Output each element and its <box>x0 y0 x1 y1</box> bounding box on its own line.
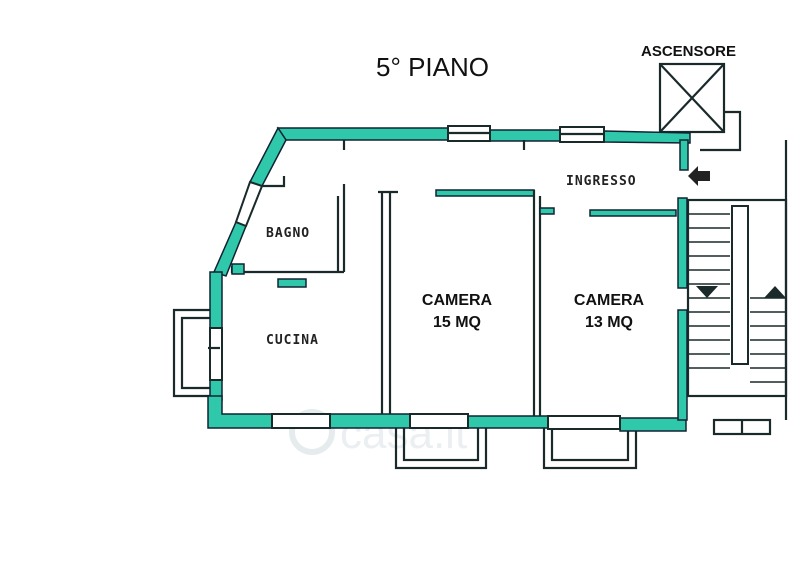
balcony-left <box>172 308 212 398</box>
elevator-cross-icon <box>659 63 725 133</box>
windows <box>209 125 621 430</box>
staircase <box>686 140 788 436</box>
elevator-label: ASCENSORE <box>641 43 736 60</box>
room-label-camera-1: CAMERA <box>422 292 493 309</box>
room-label-bagno: BAGNO <box>266 226 310 241</box>
room-area-camera-1: 15 MQ <box>433 314 481 331</box>
interior-walls <box>208 140 677 416</box>
stair-up-arrow-icon <box>764 286 786 298</box>
entrance-arrow-icon <box>688 166 710 186</box>
room-area-camera-2: 13 MQ <box>585 314 633 331</box>
room-label-ingresso: INGRESSO <box>566 174 637 189</box>
elevator: ASCENSORE <box>641 43 742 152</box>
stair-down-arrow-icon <box>696 286 718 298</box>
floor-title: 5° PIANO <box>376 52 489 82</box>
watermark-logo-icon <box>289 409 335 455</box>
room-label-camera-2: CAMERA <box>574 292 645 309</box>
room-label-cucina: CUCINA <box>266 333 319 348</box>
